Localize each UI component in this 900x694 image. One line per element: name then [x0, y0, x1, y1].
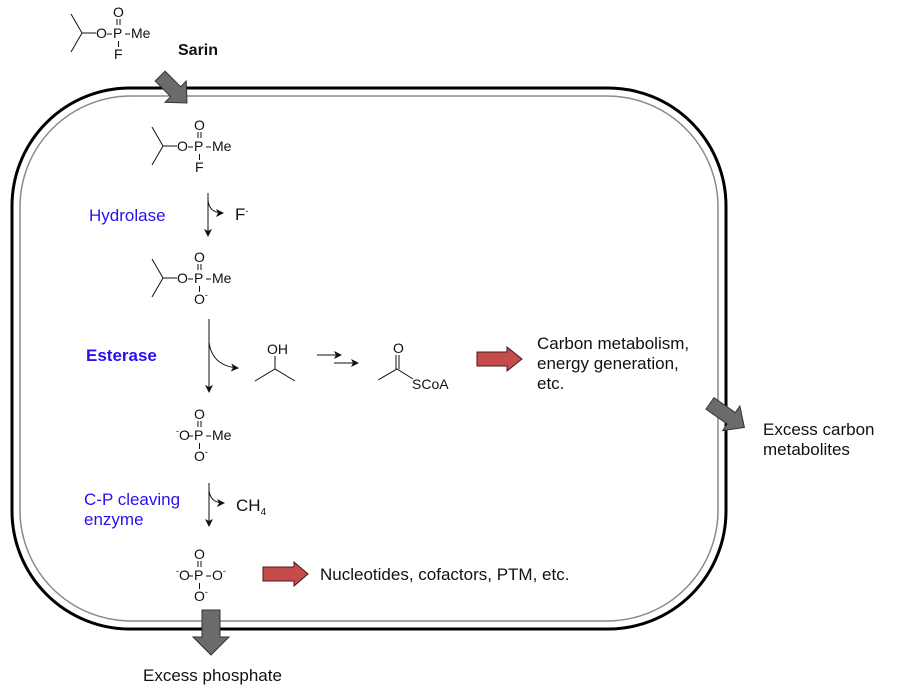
carbon-metabolism-line: Carbon metabolism, [537, 334, 690, 353]
atom-o: O [194, 448, 205, 464]
fluoride-release-arrow [207, 199, 224, 217]
acetyl-coa-skeleton [377, 355, 414, 381]
charge-minus: - [204, 290, 208, 300]
cp-cleaving-enzyme-label: C-P cleaving enzyme [84, 490, 180, 530]
cell-membrane-outer [10, 86, 728, 631]
charge-minus: - [176, 426, 179, 436]
atom-me: Me [212, 138, 232, 154]
atom-o: O [194, 291, 205, 307]
atom-o-anion: O- [194, 290, 208, 307]
atom-o-ester: O [177, 270, 188, 286]
sarin-outside-skeleton [70, 13, 130, 53]
methane-base: CH [236, 496, 261, 515]
phosphate-use-text: Nucleotides, cofactors, PTM, etc. [320, 565, 570, 584]
atom-o-ester: O [177, 138, 188, 154]
atom-f: F [195, 159, 204, 175]
isopropanol-skeleton [254, 356, 296, 382]
atom-o: O [179, 427, 190, 443]
atom-p: P [194, 138, 204, 154]
charge-minus: - [204, 447, 208, 457]
atom-o-double: O [194, 406, 205, 422]
isopropanol-oh: OH [267, 341, 288, 357]
carbon-metabolism-text: Carbon metabolism, energy generation, et… [537, 334, 689, 394]
atom-o-double: O [194, 546, 205, 562]
mpa-skeleton [188, 421, 211, 449]
excess-phosphate-arrow [191, 609, 231, 656]
atom-o-double: O [194, 249, 205, 265]
charge-minus: - [176, 566, 179, 576]
excess-carbon-arrow [705, 396, 745, 432]
methane-subscript: 4 [260, 507, 267, 518]
red-arrow-phosphate [262, 560, 309, 588]
phosphate-skeleton [188, 561, 211, 589]
atom-me: Me [212, 270, 232, 286]
methane-label: CH4 [236, 496, 267, 518]
esterase-label: Esterase [86, 346, 157, 365]
cell-membrane-inner [19, 95, 719, 622]
entry-arrow [154, 70, 188, 104]
atom-o-ester: O [96, 25, 107, 41]
acetyl-coa-scoa: SCoA [412, 376, 449, 392]
red-arrow-carbon [476, 345, 523, 373]
atom-p: P [194, 270, 204, 286]
sarin-label: Sarin [178, 42, 219, 59]
cp-cleaving-line: C-P cleaving [84, 490, 181, 509]
excess-carbon-line: metabolites [763, 440, 850, 459]
atom-o-anion-left: -O [176, 426, 190, 443]
fluoride-symbol: F [235, 205, 246, 224]
sarin-inside-skeleton [151, 126, 211, 166]
acetyl-coa-carbonyl-o: O [393, 340, 404, 356]
fluoride-charge: - [245, 206, 249, 216]
atom-o-anion-bottom: O- [194, 587, 208, 604]
isopropanol-release-arrow [208, 341, 239, 372]
charge-minus: - [204, 587, 208, 597]
atom-me: Me [131, 25, 151, 41]
atom-o: O [212, 567, 223, 583]
atom-p: P [113, 25, 123, 41]
excess-carbon-text: Excess carbon metabolites [763, 420, 875, 460]
atom-o: O [179, 567, 190, 583]
atom-o-anion-left: -O [176, 566, 190, 583]
impa-skeleton [151, 258, 211, 298]
atom-o: O [194, 588, 205, 604]
hydrolase-label: Hydrolase [89, 206, 166, 225]
carbon-metabolism-line: etc. [537, 374, 565, 393]
atom-o-double: O [113, 4, 124, 20]
carbon-metabolism-line: energy generation, [537, 354, 679, 373]
excess-phosphate-text: Excess phosphate [143, 666, 282, 685]
atom-p: P [194, 427, 204, 443]
atom-o-anion: O- [194, 447, 208, 464]
atom-o-double: O [194, 117, 205, 133]
methane-release-arrow [208, 489, 225, 507]
excess-carbon-line: Excess carbon [763, 420, 875, 439]
atom-me: Me [212, 427, 232, 443]
charge-minus: - [222, 566, 226, 576]
atom-o-anion-right: O- [212, 566, 226, 583]
cp-cleaving-line: enzyme [84, 510, 144, 529]
atom-f: F [114, 46, 123, 62]
fluoride-label: F- [235, 205, 248, 225]
atom-p: P [194, 567, 204, 583]
